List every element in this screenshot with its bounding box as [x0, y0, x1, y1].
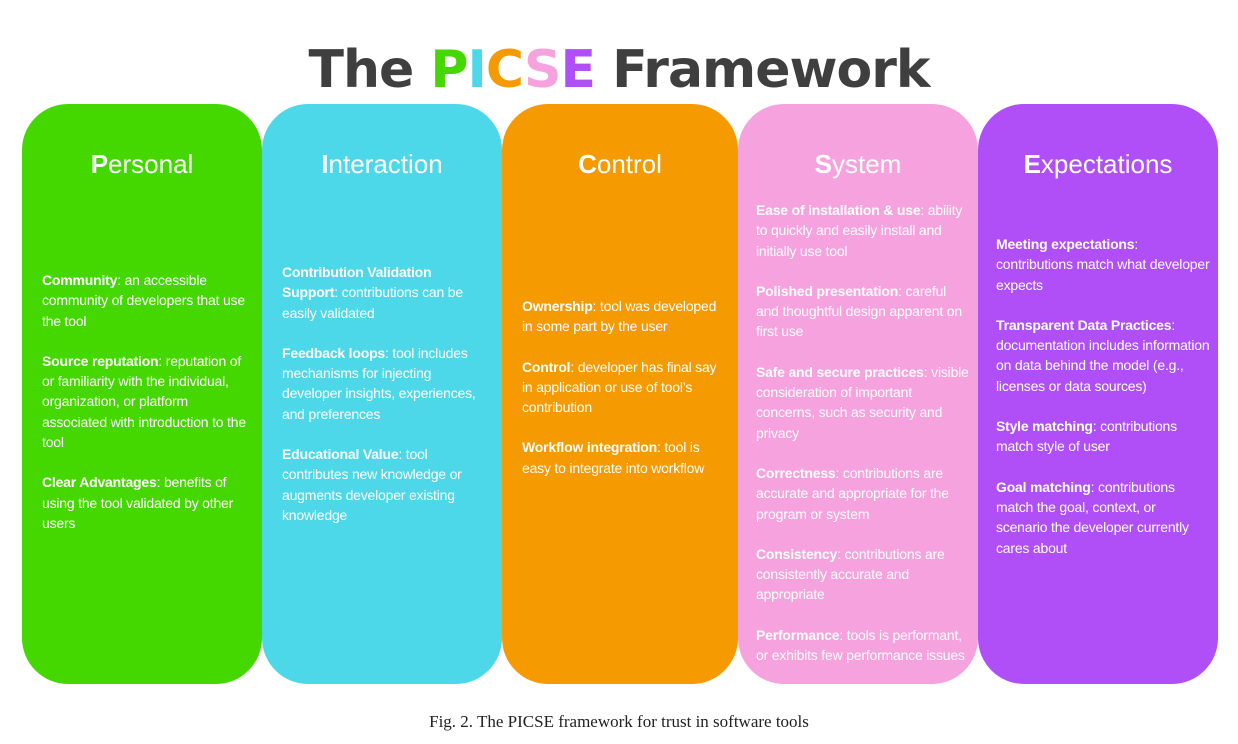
- item-term: Correctness: [756, 464, 836, 481]
- list-item: Source reputation: reputation of or fami…: [42, 351, 250, 452]
- item-list: Contribution Validation Support: contrib…: [282, 262, 490, 545]
- item-desc: : contributions match the goal, context,…: [996, 478, 1189, 556]
- heading-initial: P: [90, 149, 109, 179]
- item-term: Consistency: [756, 545, 838, 562]
- column-interaction: Interaction Contribution Validation Supp…: [262, 104, 502, 684]
- item-term: Style matching: [996, 418, 1093, 435]
- column-heading: Expectations: [978, 148, 1218, 180]
- column-control: Control Ownership: tool was developed in…: [502, 104, 738, 684]
- list-item: Workflow integration: tool is easy to in…: [522, 437, 726, 478]
- title-the: The: [308, 40, 431, 100]
- heading-rest: ersonal: [108, 149, 194, 179]
- column-personal: Personal Community: an accessible commun…: [22, 104, 262, 684]
- figure-caption: Fig. 2. The PICSE framework for trust in…: [429, 712, 809, 731]
- column-heading: System: [738, 148, 978, 180]
- item-term: Feedback loops: [282, 344, 386, 361]
- heading-rest: nteraction: [328, 149, 443, 179]
- list-item: Transparent Data Practices: documentatio…: [996, 315, 1210, 396]
- item-term: Control: [522, 358, 571, 375]
- item-term: Source reputation: [42, 352, 159, 369]
- heading-initial: C: [578, 149, 597, 179]
- item-term: Ease of installation & use: [756, 202, 921, 218]
- item-term: Performance: [756, 626, 840, 643]
- list-item: Safe and secure practices: visible consi…: [756, 362, 972, 443]
- item-desc: : visible consideration of important con…: [756, 363, 969, 441]
- heading-initial: S: [814, 149, 832, 179]
- item-desc: : benefits of using the tool validated b…: [42, 474, 234, 531]
- list-item: Control: developer has final say in appl…: [522, 357, 726, 418]
- title-letter-i: I: [467, 40, 487, 100]
- list-item: Meeting expectations: contributions matc…: [996, 234, 1210, 295]
- list-item: Contribution Validation Support: contrib…: [282, 262, 490, 323]
- heading-initial: E: [1023, 149, 1041, 179]
- item-desc: : contributions can be easily validated: [282, 284, 463, 321]
- item-term: Transparent Data Practices: [996, 316, 1172, 333]
- list-item: Ownership: tool was developed in some pa…: [522, 296, 726, 337]
- item-desc: : careful and thoughtful design apparent…: [756, 282, 962, 340]
- item-list: Ownership: tool was developed in some pa…: [522, 296, 726, 498]
- item-term: Meeting expectations: [996, 236, 1135, 252]
- list-item: Goal matching: contributions match the g…: [996, 477, 1210, 558]
- item-desc: : reputation of or familiarity with the …: [42, 352, 246, 451]
- title-letter-s: S: [524, 40, 561, 100]
- item-desc: : tool was developed in some part by the…: [522, 298, 717, 335]
- column-heading: Control: [502, 148, 738, 180]
- column-expectations: Expectations Meeting expectations: contr…: [978, 104, 1218, 684]
- item-desc: : developer has final say in application…: [522, 358, 717, 416]
- list-item: Community: an accessible community of de…: [42, 270, 250, 331]
- heading-rest: ystem: [832, 149, 902, 179]
- item-desc: : tool includes mechanisms for injecting…: [282, 344, 476, 422]
- title-framework: Framework: [595, 40, 930, 100]
- column-heading: Interaction: [262, 148, 502, 180]
- item-term: Contribution Validation Support: [282, 264, 432, 301]
- list-item: Consistency: contributions are consisten…: [756, 544, 972, 605]
- item-term: Clear Advantages: [42, 474, 157, 491]
- item-desc: : contributions match what developer exp…: [996, 236, 1210, 293]
- list-item: Correctness: contributions are accurate …: [756, 463, 972, 524]
- item-term: Workflow integration: [522, 439, 657, 456]
- heading-rest: xpectations: [1040, 149, 1173, 179]
- item-list: Community: an accessible community of de…: [42, 270, 250, 553]
- column-system: System Ease of installation & use: abili…: [738, 104, 978, 684]
- item-term: Community: [42, 272, 118, 288]
- item-list: Meeting expectations: contributions matc…: [996, 234, 1210, 578]
- item-term: Goal matching: [996, 478, 1091, 495]
- item-desc: : an accessible community of developers …: [42, 272, 245, 329]
- item-desc: : tool contributes new knowledge or augm…: [282, 446, 462, 523]
- title-letter-c: C: [485, 40, 525, 100]
- list-item: Style matching: contributions match styl…: [996, 416, 1210, 457]
- list-item: Feedback loops: tool includes mechanisms…: [282, 343, 490, 424]
- list-item: Educational Value: tool contributes new …: [282, 444, 490, 525]
- list-item: Polished presentation: careful and thoug…: [756, 281, 972, 342]
- item-desc: : contributions match style of user: [996, 418, 1177, 455]
- item-term: Polished presentation: [756, 282, 899, 299]
- item-desc: : contributions are accurate and appropr…: [756, 464, 949, 522]
- column-heading: Personal: [22, 148, 262, 180]
- list-item: Performance: tools is performant, or exh…: [756, 625, 972, 666]
- item-term: Educational Value: [282, 446, 399, 463]
- item-list: Ease of installation & use: ability to q…: [756, 200, 972, 685]
- heading-initial: I: [321, 149, 329, 179]
- item-desc: : contributions are consistently accurat…: [756, 545, 945, 603]
- item-desc: : tool is easy to integrate into workflo…: [522, 439, 705, 476]
- title-letter-e: E: [560, 40, 596, 100]
- item-term: Safe and secure practices: [756, 363, 924, 380]
- item-desc: : tools is performant, or exhibits few p…: [756, 626, 965, 664]
- title-letter-p: P: [430, 40, 468, 100]
- list-item: Clear Advantages: benefits of using the …: [42, 472, 250, 533]
- list-item: Ease of installation & use: ability to q…: [756, 200, 972, 261]
- item-desc: : documentation includes information on …: [996, 316, 1210, 394]
- item-desc: : ability to quickly and easily install …: [756, 202, 963, 259]
- heading-rest: ontrol: [596, 149, 662, 179]
- page-title: The PICSE Framework: [0, 38, 1238, 102]
- item-term: Ownership: [522, 298, 593, 314]
